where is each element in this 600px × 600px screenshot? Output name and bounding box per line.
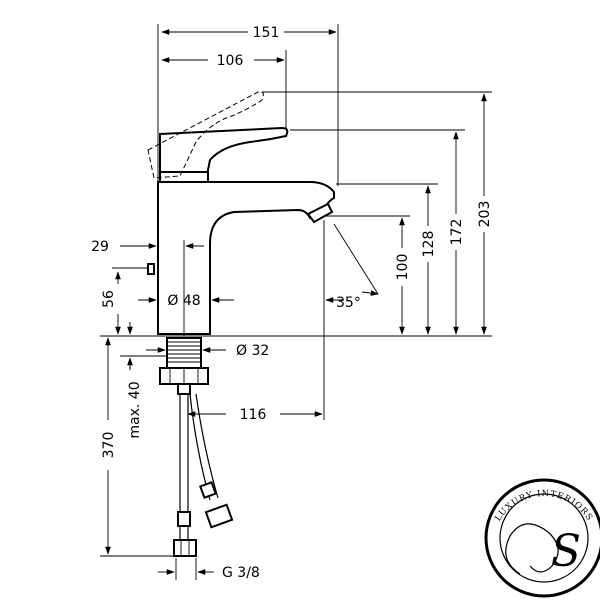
- dim-29: 29: [91, 239, 109, 255]
- dim-diameter-32: Ø 32: [236, 343, 269, 359]
- handle: [159, 126, 289, 181]
- dim-100: 100: [395, 254, 411, 281]
- dim-106: 106: [217, 53, 244, 69]
- dim-angle-35: 35°: [336, 295, 361, 311]
- hose-fitting-right: [199, 481, 234, 529]
- hose-fitting-left: [173, 511, 197, 557]
- logo-swirl: [505, 523, 559, 575]
- popup-rod: [147, 263, 155, 275]
- dimension-lines: [105, 29, 487, 575]
- aerator: [306, 202, 334, 224]
- dim-56: 56: [101, 290, 117, 308]
- dim-151: 151: [253, 25, 280, 41]
- dim-128: 128: [421, 231, 437, 258]
- dim-172: 172: [449, 219, 465, 246]
- dim-thread-g38: G 3/8: [222, 565, 260, 581]
- logo-monogram: S: [551, 526, 581, 577]
- dim-max-40: max. 40: [127, 381, 143, 438]
- handle-open-position: [147, 91, 264, 179]
- reference-lines: [100, 24, 492, 580]
- dim-diameter-48: Ø 48: [167, 293, 200, 309]
- dim-370: 370: [101, 432, 117, 459]
- luxury-interiors-logo: LUXURY INTERIORS S: [484, 478, 600, 598]
- dim-203: 203: [477, 201, 493, 228]
- threaded-shank: [166, 337, 202, 369]
- faucet-outline: [147, 91, 335, 557]
- dim-116: 116: [240, 407, 267, 423]
